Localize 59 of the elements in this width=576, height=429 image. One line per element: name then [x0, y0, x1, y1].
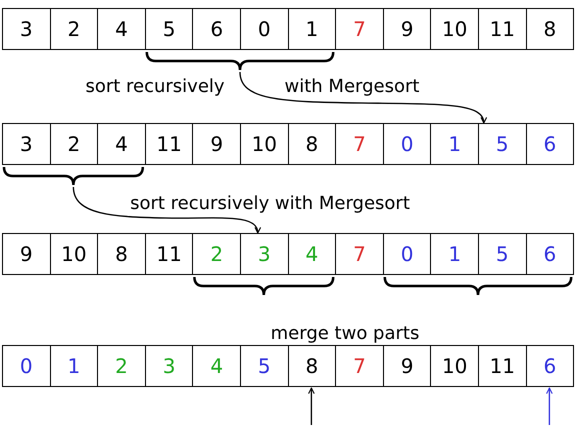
array-cell: 3 — [2, 8, 51, 50]
array-cell: 3 — [240, 233, 289, 275]
curly-brace — [2, 166, 144, 186]
array-cell: 10 — [50, 233, 98, 275]
array-cell: 10 — [430, 8, 479, 50]
array-cell: 1 — [288, 8, 336, 50]
array-cell: 3 — [144, 345, 194, 387]
array-cell: 0 — [240, 8, 289, 50]
array-cell: 7 — [335, 233, 384, 275]
annotation-text: sort recursively with Mergesort — [128, 193, 412, 214]
array-cell: 4 — [288, 233, 336, 275]
array-cell: 8 — [288, 123, 336, 165]
array-cell: 9 — [192, 123, 241, 165]
array-cell: 9 — [2, 233, 51, 275]
arrow — [546, 387, 553, 425]
array-cell: 7 — [335, 345, 384, 387]
array-cell: 9 — [382, 8, 432, 50]
array-cell: 1 — [430, 233, 479, 275]
array-cell: 5 — [478, 233, 527, 275]
array-cell: 3 — [2, 123, 51, 165]
array-cell: 2 — [50, 8, 98, 50]
array-cell: 4 — [192, 345, 241, 387]
array-cell: 7 — [335, 8, 384, 50]
array-cell: 11 — [144, 233, 194, 275]
array-cell: 4 — [97, 8, 146, 50]
array-cell: 8 — [288, 345, 336, 387]
annotation-text: with Mergesort — [282, 76, 422, 97]
array-cell: 6 — [526, 123, 574, 165]
array-cell: 7 — [335, 123, 384, 165]
array-cell: 1 — [430, 123, 479, 165]
array-cell: 6 — [526, 345, 574, 387]
arrow — [72, 186, 260, 234]
array-cell: 11 — [478, 8, 527, 50]
array-cell: 8 — [97, 233, 146, 275]
array-cell: 5 — [144, 8, 194, 50]
array-cell: 2 — [50, 123, 98, 165]
array-cell: 6 — [192, 8, 241, 50]
array-cell: 0 — [382, 123, 432, 165]
array-cell: 4 — [97, 123, 146, 165]
array-cell: 10 — [240, 123, 289, 165]
array-cell: 10 — [430, 345, 479, 387]
array-cell: 5 — [478, 123, 527, 165]
array-cell: 5 — [240, 345, 289, 387]
array-cell: 9 — [382, 345, 432, 387]
curly-brace — [193, 276, 334, 296]
array-cell: 0 — [2, 345, 51, 387]
arrow — [308, 387, 315, 425]
array-cell: 1 — [50, 345, 98, 387]
arrow — [239, 72, 486, 124]
array-cell: 11 — [478, 345, 527, 387]
annotation-text: sort recursively — [83, 76, 227, 97]
array-cell: 0 — [382, 233, 432, 275]
array-cell: 11 — [144, 123, 194, 165]
array-cell: 2 — [97, 345, 146, 387]
curly-brace — [384, 276, 572, 296]
curly-brace — [146, 52, 334, 72]
array-cell: 2 — [192, 233, 241, 275]
array-cell: 8 — [526, 8, 574, 50]
array-cell: 6 — [526, 233, 574, 275]
